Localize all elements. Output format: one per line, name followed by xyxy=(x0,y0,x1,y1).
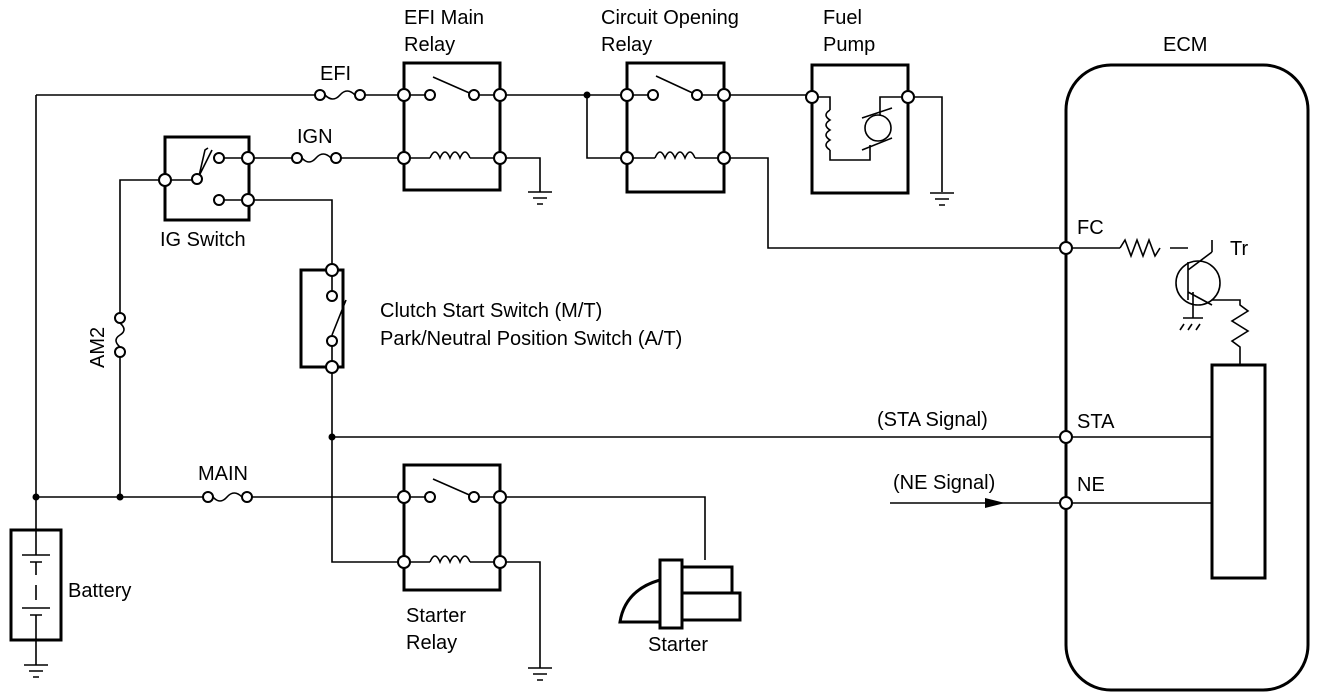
efi-main-relay-label: EFI Main xyxy=(404,7,484,29)
wires xyxy=(32,91,1066,668)
ign-fuse xyxy=(291,152,342,164)
ground-icons xyxy=(24,191,954,681)
tr-label: Tr xyxy=(1230,238,1248,260)
am2-fuse-label: AM2 xyxy=(87,327,109,368)
fuel-pump-label-2: Pump xyxy=(823,34,875,56)
sta-signal-label: (STA Signal) xyxy=(877,409,988,431)
starter-relay-label: Starter xyxy=(406,605,466,627)
fuel-pump xyxy=(805,63,915,195)
ign-fuse-label: IGN xyxy=(297,126,333,148)
circuit-opening-relay-label-2: Relay xyxy=(601,34,652,56)
efi-fuse xyxy=(314,89,366,101)
main-fuse-label: MAIN xyxy=(198,463,248,485)
starter-relay-label-2: Relay xyxy=(406,632,457,654)
sta-terminal-label: STA xyxy=(1077,411,1115,433)
fc-terminal-label: FC xyxy=(1077,217,1104,239)
ne-signal-arrow-icon xyxy=(985,498,1005,508)
main-fuse xyxy=(202,491,253,503)
ig-switch-label: IG Switch xyxy=(160,229,246,251)
fuel-pump-label: Fuel xyxy=(823,7,862,29)
efi-main-relay-label-2: Relay xyxy=(404,34,455,56)
ne-terminal-label: NE xyxy=(1077,474,1105,496)
circuit-opening-relay-label: Circuit Opening xyxy=(601,7,739,29)
ne-signal-label: (NE Signal) xyxy=(893,472,995,494)
park-neutral-switch-label: Park/Neutral Position Switch (A/T) xyxy=(380,328,682,350)
starter-relay xyxy=(397,463,507,592)
clutch-start-switch xyxy=(299,263,347,374)
efi-fuse-label: EFI xyxy=(320,63,351,85)
circuit-opening-relay xyxy=(620,61,731,194)
ecm xyxy=(1059,63,1310,692)
battery-icon xyxy=(9,528,63,642)
labels: EFI Main Relay Circuit Opening Relay Fue… xyxy=(68,7,1248,656)
am2-fuse xyxy=(114,312,126,358)
starter-motor-icon xyxy=(618,558,742,630)
clutch-start-switch-label: Clutch Start Switch (M/T) xyxy=(380,300,602,322)
ig-switch xyxy=(158,135,255,222)
ecm-label: ECM xyxy=(1163,34,1207,56)
starter-label: Starter xyxy=(648,634,708,656)
battery-label: Battery xyxy=(68,580,131,602)
efi-main-relay xyxy=(397,61,507,192)
